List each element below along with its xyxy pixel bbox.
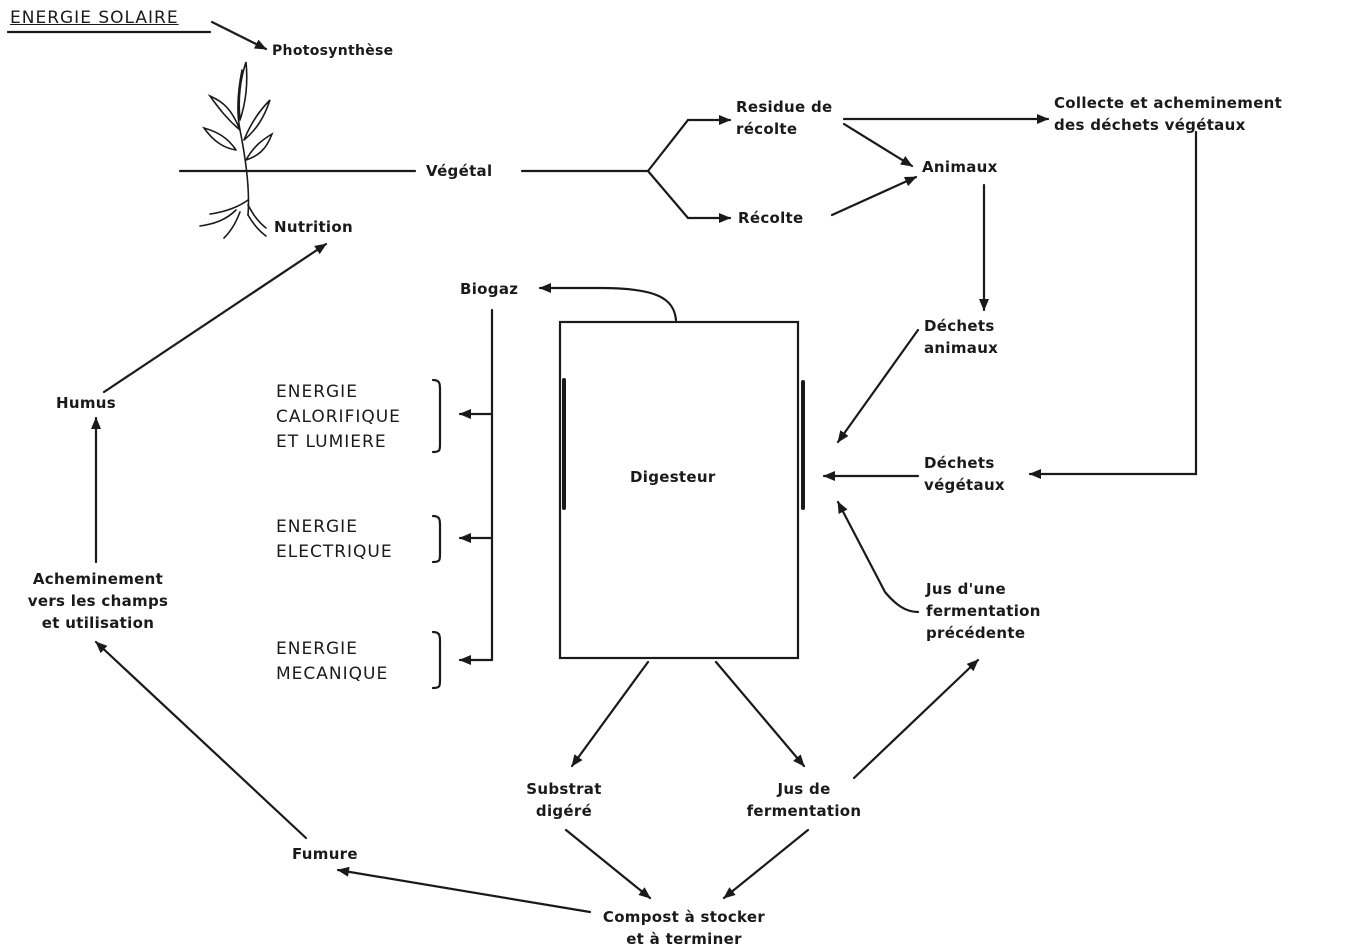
arrow-substrat-compost	[564, 828, 652, 900]
arrow-jus-digesteur	[836, 500, 920, 614]
bracket-mecanique	[431, 630, 442, 690]
digesteur-box	[558, 320, 800, 660]
nutrition-label: Nutrition	[274, 218, 353, 236]
energie-calorifique-label: ENERGIE CALORIFIQUE ET LUMIERE	[276, 382, 401, 452]
acheminement-label: Acheminement vers les champs et utilisat…	[27, 570, 169, 632]
arrow-digesteur-biogaz	[538, 283, 678, 322]
arrow-collecte-dechets-vegetaux	[1028, 130, 1198, 479]
fumure-label: Fumure	[292, 845, 358, 863]
recolte-label: Récolte	[738, 209, 804, 227]
substrat-label: Substrat digéré	[526, 780, 602, 820]
bracket-calorifique	[431, 378, 442, 454]
arrow-humus-nutrition	[102, 242, 328, 394]
arrow-compost-fumure	[336, 866, 592, 914]
arrow-jus-precedente	[852, 658, 980, 780]
energie-mecanique-label: ENERGIE MECANIQUE	[276, 639, 389, 684]
residue-label: Residue de récolte	[736, 98, 833, 138]
compost-label: Compost à stocker et à terminer	[602, 908, 766, 948]
arrow-dechets-animaux-digesteur	[836, 328, 920, 444]
dechets-vegetaux-label: Déchets végétaux	[924, 454, 1005, 494]
arrow-digesteur-substrat	[570, 660, 650, 768]
arrow-recolte-animaux	[830, 175, 918, 217]
plant-icon	[199, 61, 274, 239]
animaux-label: Animaux	[922, 158, 998, 176]
dechets-animaux-label: Déchets animaux	[924, 317, 999, 357]
arrow-to-residue	[646, 115, 732, 173]
bracket-electrique	[431, 514, 442, 564]
jus-precedente-label: Jus d'une fermentation précédente	[926, 580, 1041, 642]
arrow-jus-compost	[722, 828, 810, 900]
arrow-solaire-photosynthese	[210, 20, 268, 51]
arrow-to-recolte	[646, 169, 732, 223]
energie-electrique-label: ENERGIE ELECTRIQUE	[276, 517, 393, 562]
digesteur-label: Digesteur	[630, 468, 716, 486]
collecte-label: Collecte et acheminement des déchets vég…	[1054, 94, 1283, 134]
biogaz-label: Biogaz	[460, 280, 519, 298]
vegetal-label: Végétal	[426, 162, 493, 180]
arrow-digesteur-jus	[714, 660, 806, 768]
arrow-fumure-acheminement	[94, 640, 308, 840]
energie-solaire-label: ENERGIE SOLAIRE	[10, 8, 179, 28]
photosynthese-label: Photosynthèse	[272, 43, 394, 59]
arrow-residue-animaux	[842, 122, 914, 168]
jus-fermentation-label: Jus de fermentation	[746, 780, 862, 820]
humus-label: Humus	[56, 394, 116, 412]
